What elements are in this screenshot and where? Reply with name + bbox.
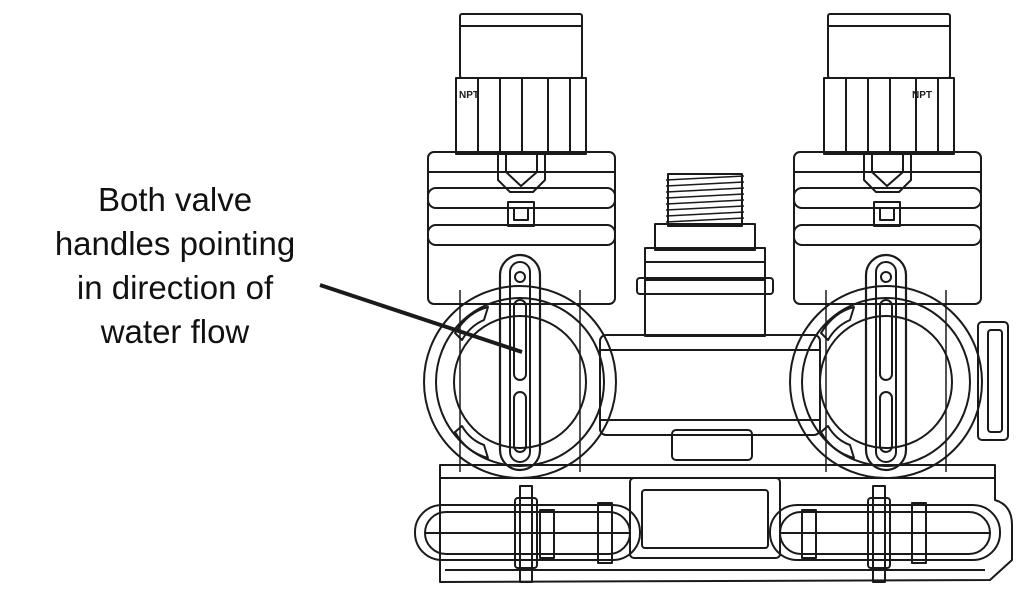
callout-text: Both valve handles pointing in direction… [20, 178, 330, 354]
right-npt-label: NPT [912, 90, 932, 101]
left-valve: NPT [423, 13, 617, 479]
callout-line-4: water flow [100, 313, 250, 350]
thread-fitting [665, 175, 745, 223]
right-outlet-port [977, 321, 1009, 441]
center-body [599, 173, 821, 461]
callout-leader-line [319, 283, 523, 354]
base-manifold [414, 464, 1013, 583]
right-valve: NPT [789, 13, 983, 479]
left-npt-label: NPT [459, 90, 479, 101]
callout-line-1: Both valve [97, 181, 253, 218]
callout-line-2: handles pointing [54, 225, 296, 262]
callout-line-3: in direction of [76, 269, 274, 306]
